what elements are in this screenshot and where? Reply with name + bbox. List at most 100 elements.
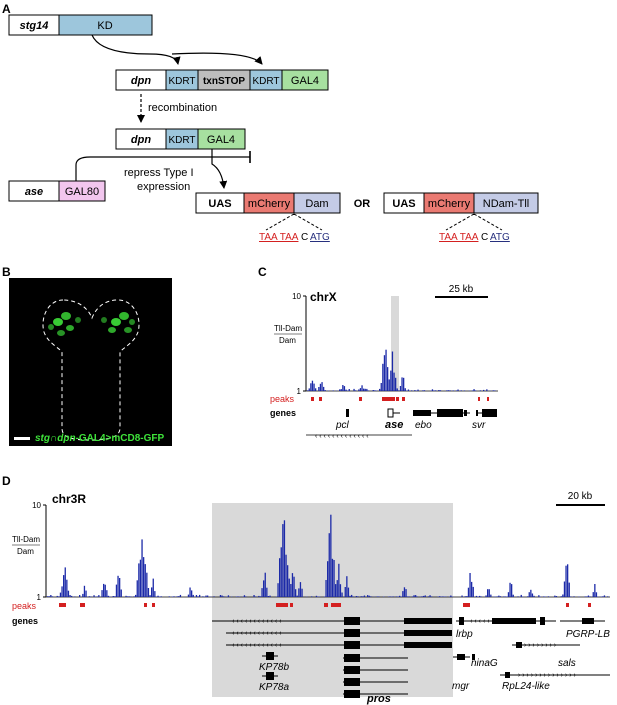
panel-c-signal-track — [307, 349, 496, 391]
repress-line — [75, 156, 250, 181]
panel-c-genes-track: ‹ ‹ ‹ ‹ ‹ ‹ ‹ ‹ ‹ ‹ ‹ ‹ ‹ — [306, 408, 497, 440]
panel-c-scalebar-label: 25 kb — [449, 284, 474, 295]
signal-bar — [223, 596, 225, 597]
signal-bar — [437, 596, 439, 597]
peak-mark — [324, 603, 328, 607]
signal-bar — [517, 596, 519, 597]
signal-bar — [493, 596, 495, 597]
signal-bar — [349, 595, 351, 597]
signal-bar — [213, 596, 215, 597]
kd-arrow-1 — [91, 34, 181, 65]
signal-bar — [333, 560, 335, 597]
signal-bar — [421, 596, 423, 597]
gal4-label-2: GAL4 — [207, 134, 235, 146]
ndam-tll-box — [473, 192, 539, 214]
signal-bar — [578, 596, 580, 597]
signal-bar — [291, 573, 294, 597]
signal-bar — [283, 520, 286, 597]
signal-bar — [205, 595, 207, 597]
peak-mark — [588, 603, 591, 607]
signal-bar — [159, 596, 161, 597]
signal-bar — [448, 596, 450, 597]
signal-bar — [353, 388, 355, 391]
microscopy-scalebar — [14, 437, 30, 440]
panel-d-chrom: chr3R — [52, 492, 86, 506]
panel-d-strand-arrows: ‹ ‹ ‹ ‹ ‹ ‹ ‹ ‹ ‹ ‹ ‹ ‹ ‹ ‹ ‹ ‹ ‹ ‹ ‹ ‹ … — [232, 618, 577, 679]
signal-bar — [494, 390, 496, 391]
gene-pcl-label: pcl — [335, 420, 350, 431]
signal-bar — [563, 581, 566, 597]
signal-bar — [285, 554, 287, 597]
signal-bar — [387, 367, 389, 391]
signal-bar — [347, 587, 350, 597]
signal-bar — [392, 596, 394, 597]
signal-bar — [133, 596, 135, 597]
signal-bar — [154, 591, 156, 597]
signal-bar — [106, 590, 108, 597]
signal-bar — [176, 596, 178, 597]
peak-mark — [276, 603, 288, 607]
signal-bar — [360, 596, 362, 597]
signal-bar — [405, 589, 407, 597]
signal-bar — [74, 596, 76, 597]
gfp-signal — [48, 312, 135, 336]
signal-bar — [488, 589, 490, 597]
svg-text:‹ ‹ ‹ ‹ ‹ ‹ ‹ ‹ ‹ ‹ ‹ ‹: ‹ ‹ ‹ ‹ ‹ ‹ ‹ ‹ ‹ ‹ ‹ ‹ — [232, 630, 282, 637]
signal-bar — [346, 576, 348, 597]
signal-bar — [442, 596, 444, 597]
signal-bar — [486, 389, 488, 391]
signal-bar — [366, 388, 368, 391]
signal-bar — [282, 524, 284, 597]
signal-bar — [332, 390, 334, 391]
signal-bar — [595, 592, 598, 597]
signal-bar — [592, 592, 594, 597]
signal-bar — [173, 596, 175, 597]
panel-d-label: D — [2, 474, 11, 488]
signal-bar — [431, 389, 434, 391]
signal-bar — [168, 596, 170, 597]
signal-bar — [308, 388, 310, 391]
signal-bar — [259, 596, 262, 597]
signal-bar — [323, 596, 326, 597]
gene-ase-label: ase — [385, 419, 403, 431]
signal-bar — [219, 595, 222, 597]
signal-bar — [189, 587, 191, 597]
signal-bar — [447, 390, 450, 391]
signal-bar — [370, 596, 372, 597]
signal-bar — [88, 596, 90, 597]
seq-callout-2 — [445, 213, 503, 231]
gal80-label: GAL80 — [65, 186, 99, 198]
gene-sals-label: sals — [558, 658, 576, 669]
panel-d-ymin: 1 — [37, 593, 42, 602]
cns-outline — [42, 299, 140, 441]
signal-bar — [187, 594, 190, 597]
ndam-tll-label: NDam-Tll — [483, 198, 529, 210]
signal-bar — [528, 592, 530, 597]
panel-d-ylabel-num: Tll-Dam — [12, 535, 40, 544]
signal-bar — [345, 389, 347, 391]
signal-bar — [319, 596, 321, 597]
signal-bar — [439, 596, 441, 597]
signal-bar — [171, 596, 174, 597]
signal-bar — [433, 390, 435, 391]
peak-mark — [566, 603, 569, 607]
signal-bar — [336, 580, 338, 597]
signal-bar — [267, 596, 270, 597]
signal-bar — [391, 351, 394, 391]
signal-bar — [389, 596, 391, 597]
signal-bar — [207, 595, 209, 597]
signal-bar — [311, 380, 314, 391]
signal-bar — [527, 596, 529, 597]
mcherry-label-2: mCherry — [428, 198, 471, 210]
seq-atg-2: ATG — [490, 232, 510, 243]
panel-c-peaks-track — [311, 397, 489, 401]
signal-bar — [269, 595, 271, 597]
signal-bar — [69, 595, 71, 597]
signal-bar — [400, 596, 402, 597]
signal-bar — [438, 390, 440, 391]
signal-bar — [399, 386, 402, 391]
ase-label: ase — [25, 186, 43, 198]
signal-bar — [450, 595, 452, 597]
signal-bar — [263, 580, 265, 597]
signal-bar — [82, 593, 84, 597]
